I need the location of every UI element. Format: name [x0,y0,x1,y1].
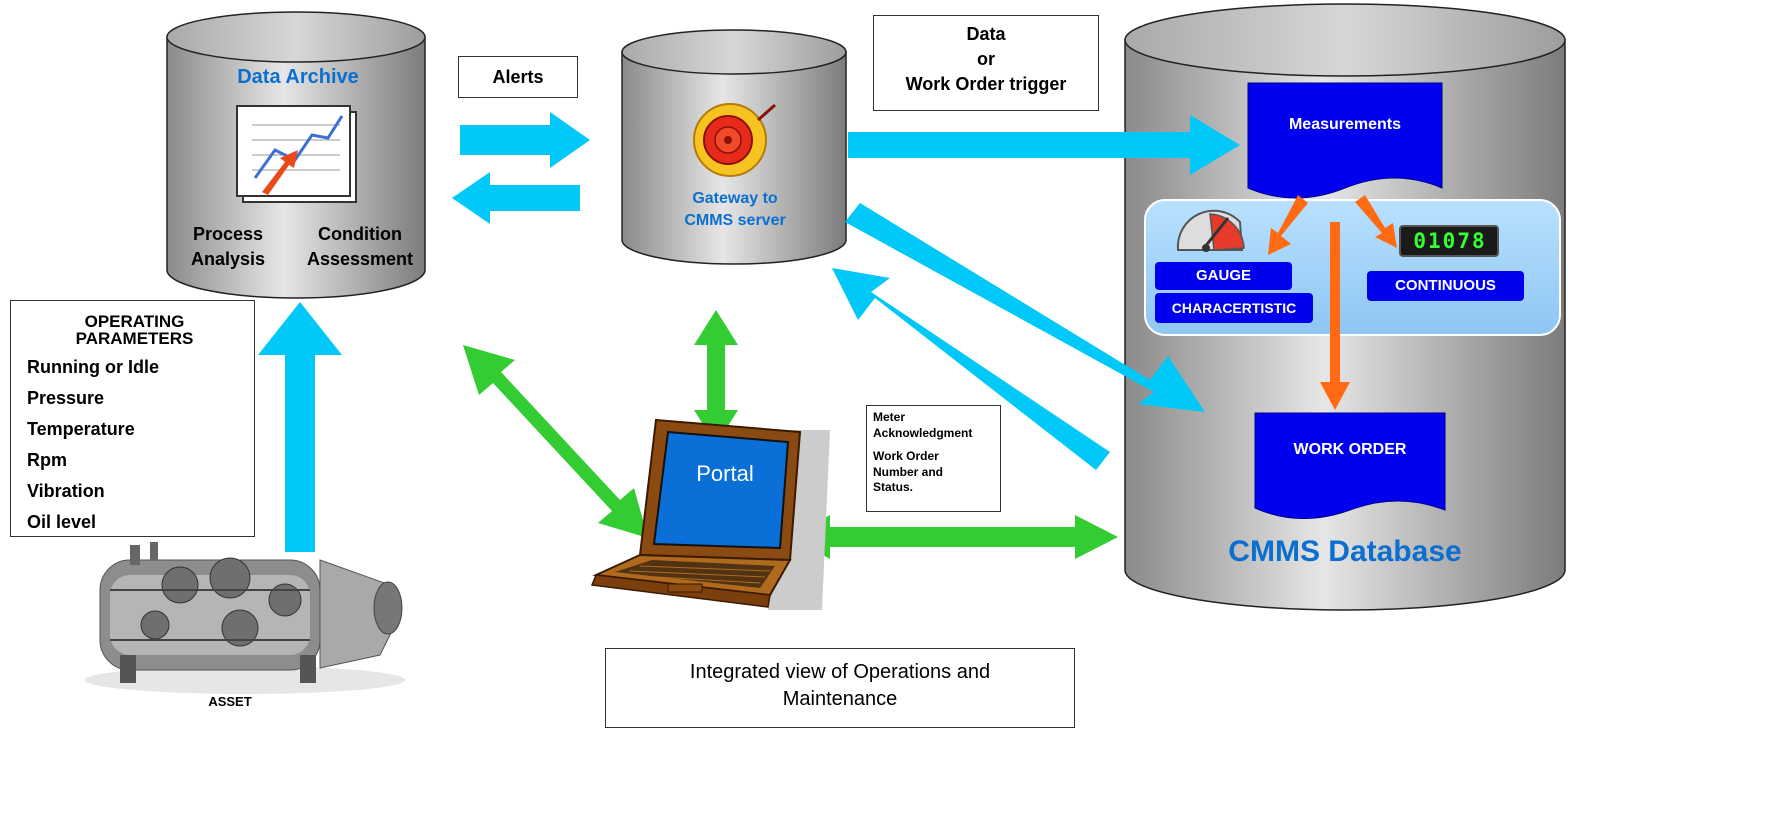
chart-icon [236,105,357,203]
parameter-item: Temperature [27,419,135,439]
caption-box: Integrated view of Operations and Mainte… [605,648,1075,728]
alerts-label: Alerts [458,56,578,98]
parameter-item: Rpm [27,450,67,470]
cmms-database-title: CMMS Database [1228,535,1462,568]
portal-label: Portal [696,461,754,486]
operating-parameters-title: OPERATING PARAMETERS [75,312,194,348]
orange-arrows [1268,195,1397,410]
work-order-document [1254,412,1446,519]
parameter-item: Pressure [27,388,105,408]
gauge-pill: GAUGE [1155,262,1292,290]
work-order-label: WORK ORDER [1293,441,1407,458]
digital-counter-icon [1399,225,1499,257]
data-trigger-label: Data or Work Order trigger [873,15,1099,111]
gateway-label: Gateway to CMMS server [684,190,786,229]
cyan-arrows [258,112,1240,552]
characteristic-pill: CHARACERTISTIC [1155,293,1313,323]
parameter-item: Running or Idle [27,357,159,377]
turbine-icon [85,542,405,694]
data-archive-title: Data Archive [237,66,359,88]
gauge-icon [1176,209,1245,252]
process-analysis-label: Process Analysis [190,224,266,270]
parameter-item: Oil level [27,512,97,532]
green-arrows [463,310,1118,559]
asset-label: ASSET [208,694,252,709]
measurements-label: Measurements [1288,116,1402,133]
operating-parameters-box: OPERATING PARAMETERS Running or Idle Pre… [10,300,255,537]
condition-assessment-label: Condition Assessment [306,224,414,270]
continuous-pill: CONTINUOUS [1367,271,1524,301]
work-order-status-text: Work Order Number and Status. [873,449,944,495]
counter-value: 01078 [1413,229,1487,253]
meter-ack-box: Meter Acknowledgment Work Order Number a… [866,405,1001,512]
measurements-document [1247,82,1443,199]
meter-ack-text: Meter Acknowledgment [873,410,973,440]
alarm-bell-icon [693,103,776,177]
laptop-icon [590,418,830,610]
parameter-item: Vibration [27,481,105,501]
